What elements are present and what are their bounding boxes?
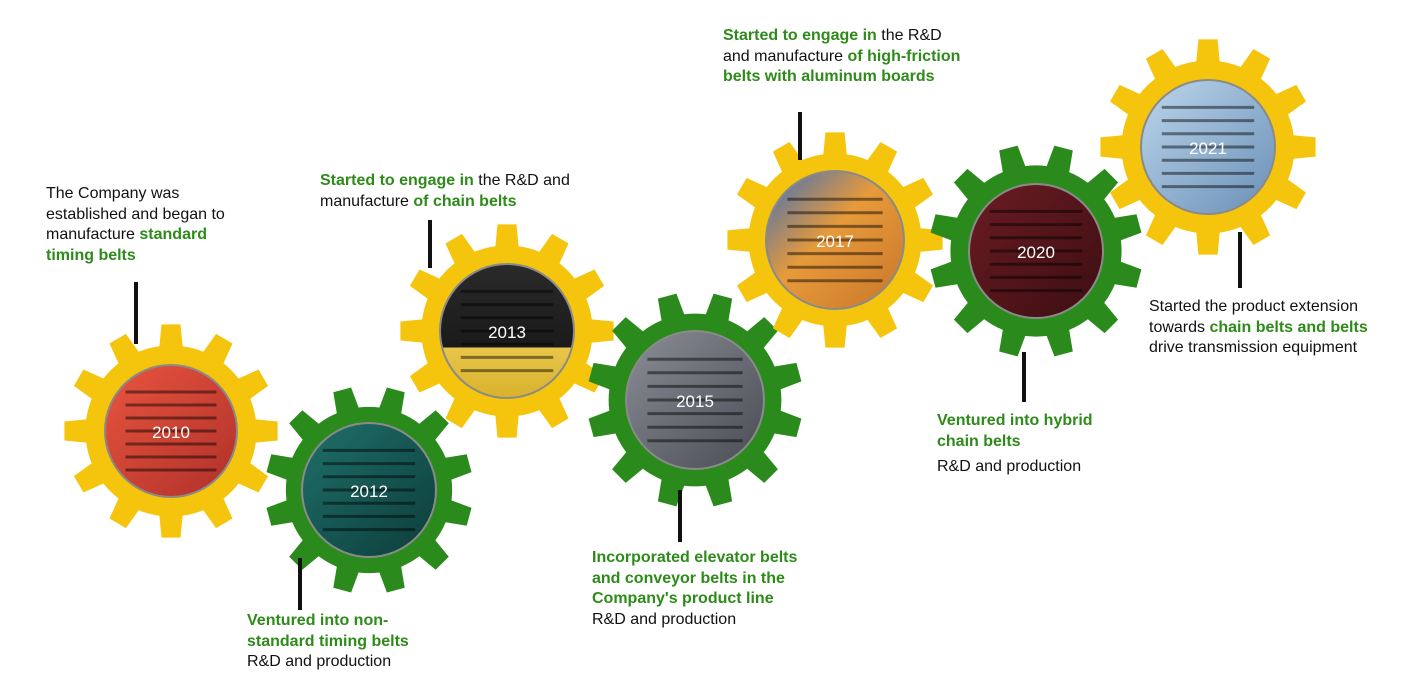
gear-2012-photo-detail	[322, 448, 416, 532]
caption-2021-segment-2: drive transmission equipment	[1149, 339, 1358, 356]
gear-2013-photo-detail	[460, 289, 554, 373]
gear-2010-photo	[106, 366, 236, 496]
gear-2012-photo	[303, 424, 435, 556]
caption-2013: Started to engage in the R&D and manufac…	[320, 171, 590, 212]
gear-2015: 2015	[588, 293, 802, 507]
gear-2015-year-label: 2015	[676, 392, 714, 411]
gear-2021: 2021	[1100, 39, 1316, 255]
connector-2013	[428, 220, 432, 268]
caption-2020-segment-0: Ventured into hybrid chain belts	[937, 412, 1093, 450]
gear-2017-photo	[767, 172, 903, 308]
gear-2020-photo	[970, 185, 1102, 317]
caption-2021: Started the product extension towards ch…	[1149, 297, 1394, 359]
gear-2015-photo	[627, 332, 763, 468]
gear-2021-photo-detail	[1161, 105, 1255, 189]
caption-2012-segment-0: Ventured into non-standard timing belts	[247, 612, 409, 650]
caption-2015-text: Incorporated elevator belts and conveyor…	[592, 549, 797, 607]
gear-2020: 2020	[930, 145, 1142, 357]
caption-2013-segment-2: of chain belts	[413, 192, 517, 210]
gear-2017-year-label: 2017	[816, 232, 854, 251]
caption-2010-segment-1: standard timing belts	[46, 226, 207, 264]
connector-2021	[1238, 232, 1242, 288]
gear-2010: 2010	[64, 324, 278, 538]
gear-2021-photo	[1142, 81, 1274, 213]
caption-2012: Ventured into non-standard timing belts …	[247, 611, 447, 673]
caption-2020-text: Ventured into hybrid chain belts	[937, 412, 1093, 450]
connector-2010	[134, 282, 138, 344]
connector-2017	[798, 112, 802, 160]
caption-2013-segment-0: Started to engage in	[320, 172, 474, 189]
gear-2012: 2012	[266, 387, 472, 593]
caption-2015-segment-0: Incorporated elevator belts and conveyor…	[592, 549, 798, 607]
caption-2021-text: Started the product extension towards ch…	[1149, 298, 1368, 356]
gear-2010-photo-detail	[125, 390, 217, 472]
caption-2015: Incorporated elevator belts and conveyor…	[592, 548, 817, 630]
caption-2021-segment-0: Started the product extension towards	[1149, 298, 1359, 336]
gear-2017-photo-detail	[787, 197, 883, 283]
gear-2020-year-label: 2020	[1017, 243, 1055, 262]
gear-2021-year-label: 2021	[1189, 139, 1227, 158]
caption-2010-segment-0: The Company was established and began to…	[46, 185, 225, 243]
gear-2013: 2013	[400, 224, 614, 438]
gear-2012-year-label: 2012	[350, 482, 388, 501]
caption-2020: Ventured into hybrid chain belts R&D and…	[937, 411, 1137, 478]
connector-2012	[298, 558, 302, 610]
gear-2013-photo	[441, 265, 573, 397]
gear-2013-year-label: 2013	[488, 323, 526, 342]
caption-2017-segment-1: the R&D and manufacture	[723, 27, 942, 65]
caption-2010-text: The Company was established and began to…	[46, 185, 225, 264]
caption-2012-sub: R&D and production	[247, 653, 392, 670]
gear-2010-year-label: 2010	[152, 423, 190, 442]
caption-2020-sub: R&D and production	[937, 458, 1082, 475]
gear-2015-photo-detail	[647, 357, 743, 443]
caption-2017: Started to engage in the R&D and manufac…	[723, 26, 963, 88]
caption-2017-segment-0: Started to engage in	[723, 27, 877, 44]
caption-2013-segment-1: the R&D and manufacture	[320, 172, 570, 210]
caption-2015-sub: R&D and production	[592, 610, 737, 628]
caption-2013-text: Started to engage in the R&D and manufac…	[320, 172, 570, 210]
caption-2010: The Company was established and began to…	[46, 184, 251, 266]
connector-2020	[1022, 352, 1026, 402]
connector-2015	[678, 490, 682, 542]
caption-2017-segment-2: of high-friction belts with aluminum boa…	[723, 47, 961, 86]
caption-2017-text: Started to engage in the R&D and manufac…	[723, 27, 960, 85]
gear-2017: 2017	[727, 132, 943, 348]
caption-2012-text: Ventured into non-standard timing belts	[247, 612, 409, 650]
caption-2021-segment-1: chain belts and belts	[1209, 318, 1368, 336]
gear-2020-photo-detail	[989, 209, 1083, 293]
